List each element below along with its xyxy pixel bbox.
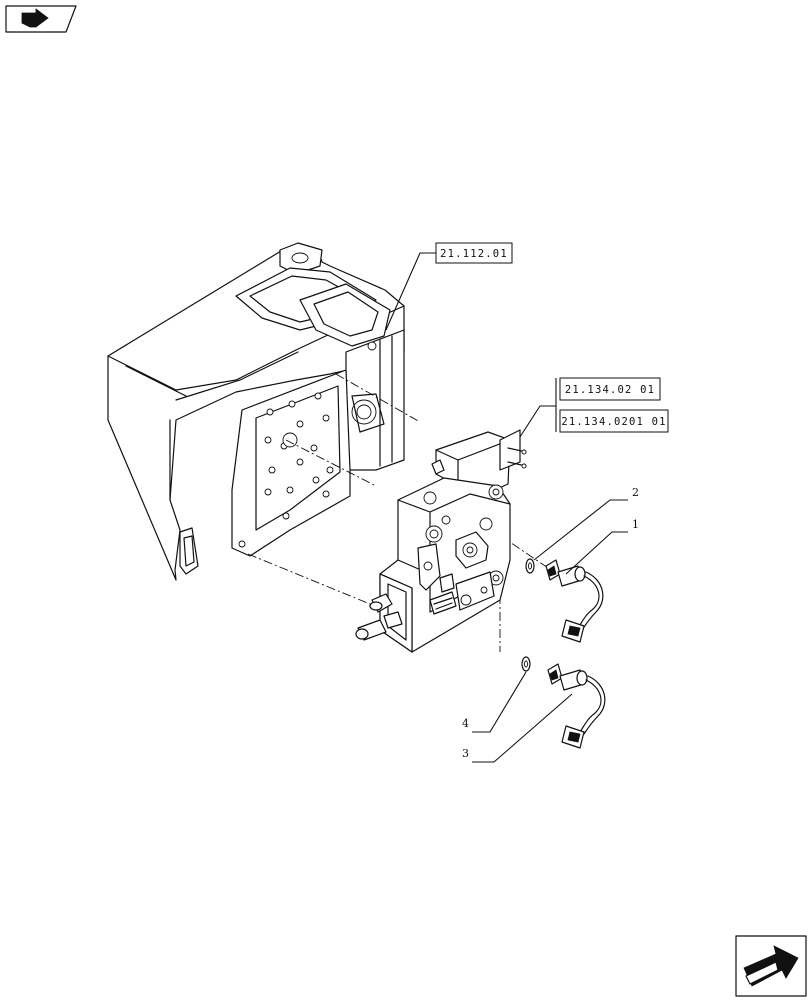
reference-bracket [517, 378, 557, 441]
sensor-1 [545, 559, 604, 643]
callout-number: 1 [632, 518, 639, 531]
reference-21-134-0201-01[interactable]: 21.134.0201 01 [559, 409, 669, 433]
reference-label: 21.112.01 [440, 248, 508, 260]
next-page-arrow-icon[interactable] [735, 935, 807, 997]
reference-label: 21.134.0201 01 [561, 416, 666, 428]
plate-holes [238, 392, 334, 548]
reference-21-112-01[interactable]: 21.112.01 [385, 242, 513, 331]
washer-4 [521, 656, 531, 672]
callout-number: 4 [462, 717, 469, 730]
callout-number: 2 [632, 486, 639, 499]
callout-number: 3 [462, 747, 469, 760]
reference-21-134-02-01[interactable]: 21.134.02 01 [559, 377, 661, 401]
callout-2: 2 [533, 486, 639, 561]
reference-label: 21.134.02 01 [565, 384, 655, 396]
book-arrow-icon[interactable] [5, 5, 77, 33]
callout-1: 1 [565, 518, 639, 575]
valve-block [355, 429, 527, 653]
left-fittings [355, 593, 403, 641]
callout-3: 3 [462, 693, 573, 763]
callout-4: 4 [462, 671, 527, 733]
sensor-3 [547, 663, 606, 749]
transmission-housing [107, 242, 405, 581]
washer-2 [525, 558, 535, 574]
